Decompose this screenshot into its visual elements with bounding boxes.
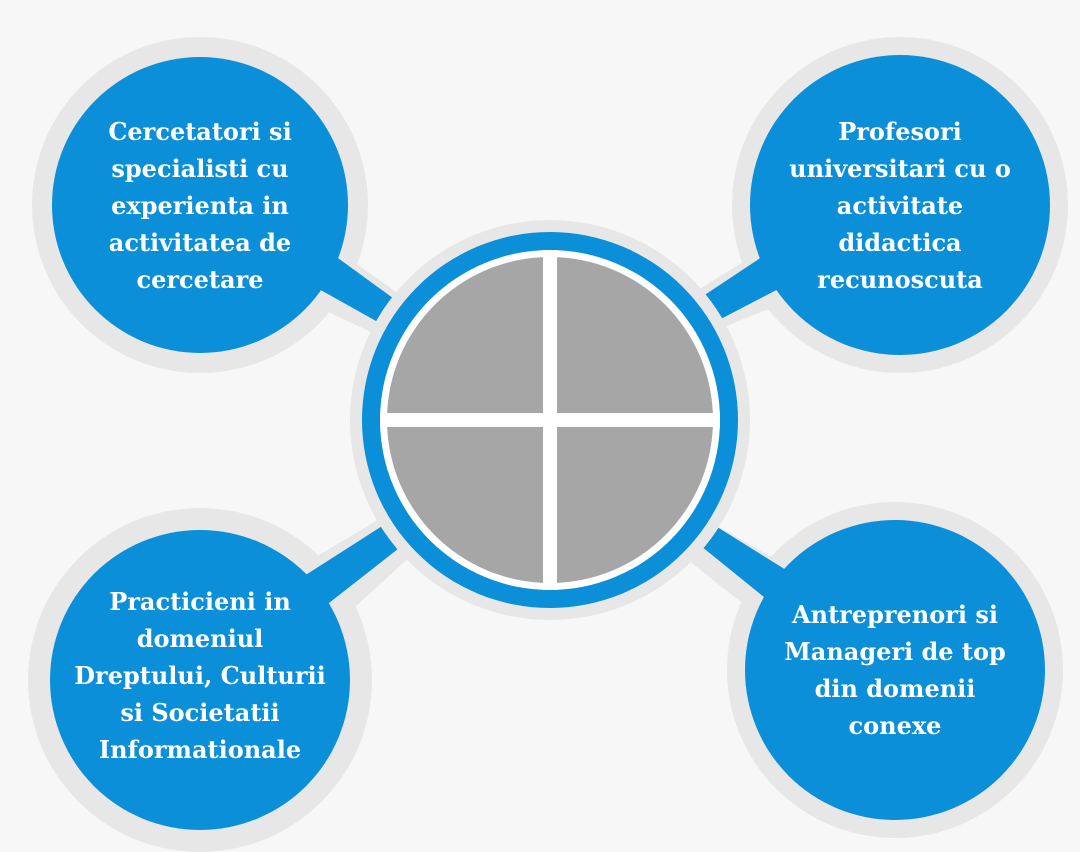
bubble-text-bottom-left: Practicieni in domeniul Dreptului, Cultu… [74,586,326,764]
bubble-text-top-left: Cercetatori si specialisti cu experienta… [108,116,292,294]
bubble-text-bottom-right: Antreprenori si Manageri de top din dome… [784,600,1006,740]
center-circle [350,220,750,620]
horizontal-divider [380,413,720,427]
bubble-text-top-right: Profesori universitari cu o activitate d… [789,116,1011,294]
